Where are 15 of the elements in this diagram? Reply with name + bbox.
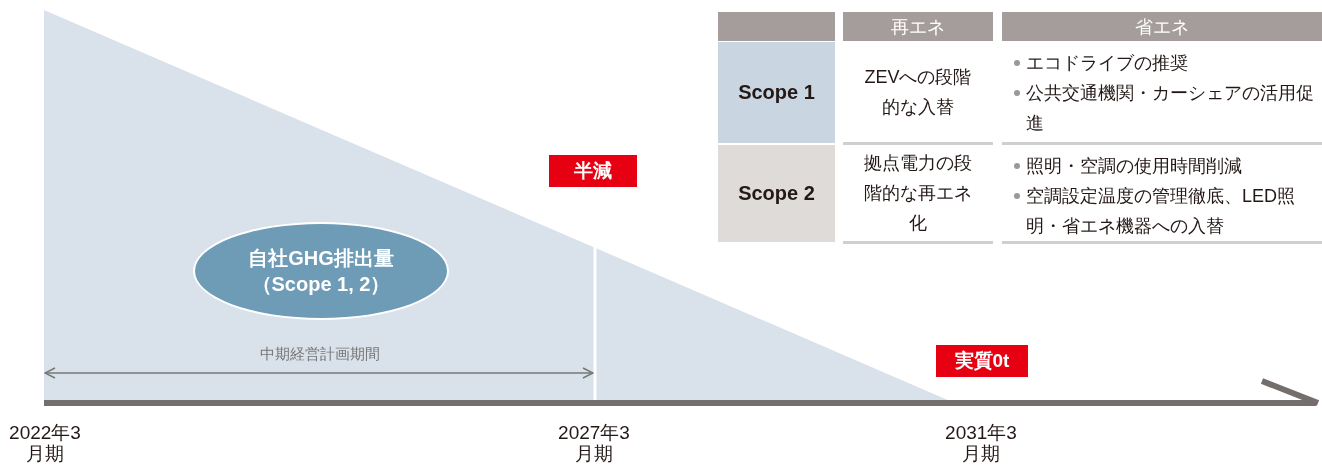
milestone-tag: 実質0t: [936, 345, 1028, 377]
year-label: 2027年3月期: [557, 422, 631, 464]
cell-text: 拠点電力の段階的な再エネ化: [863, 152, 973, 235]
list-item: 公共交通機関・カーシェアの活用促進: [1026, 82, 1315, 135]
list-item: 空調設定温度の管理徹底、LED照明・省エネ機器への入替: [1026, 185, 1296, 238]
year-label: 2031年3月期: [944, 422, 1018, 464]
year-label: 2022年3月期: [8, 422, 82, 464]
milestone-tag: 半減: [549, 155, 637, 187]
header-cell: 再エネ: [843, 12, 993, 41]
row-header-cell: Scope 1: [718, 42, 835, 143]
row-header-cell: Scope 2: [718, 145, 835, 242]
cell-text: ZEVへの段階的な入替: [863, 66, 973, 119]
list-item: 照明・空調の使用時間削減: [1026, 155, 1242, 178]
list-item: エコドライブの推奨: [1026, 52, 1188, 75]
header-cell: 省エネ: [1002, 12, 1322, 41]
